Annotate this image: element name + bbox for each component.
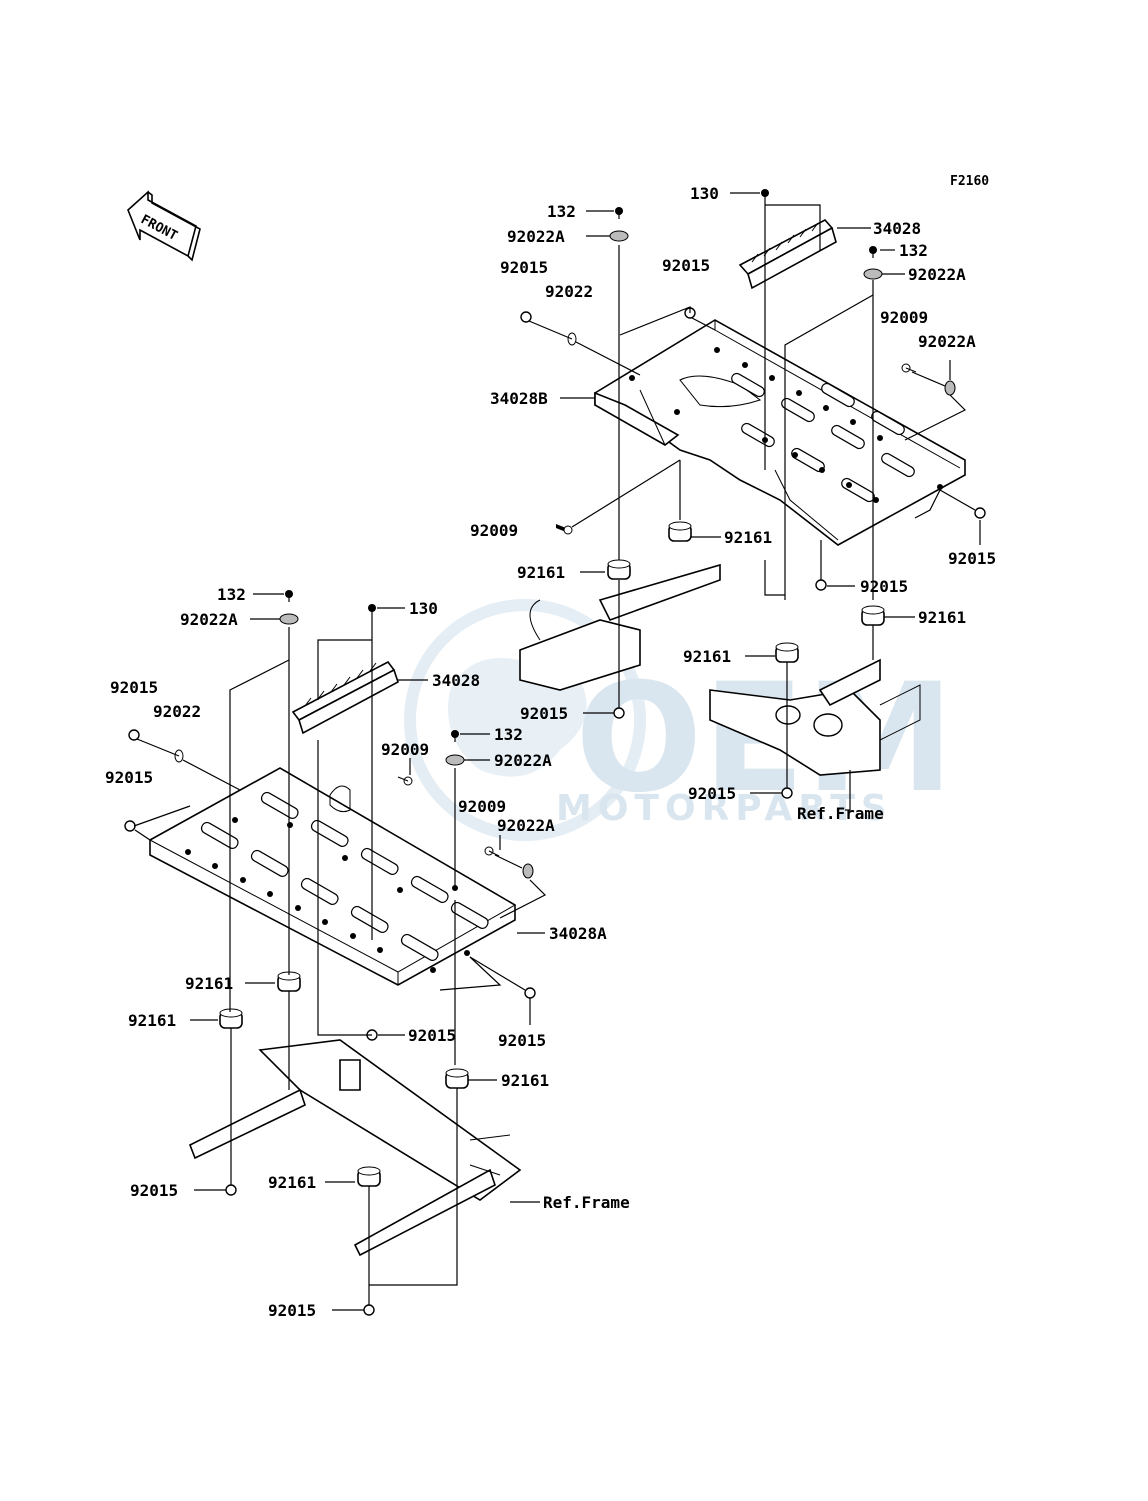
label-132-lower: 132 [217, 585, 246, 604]
label-92009-lower-a: 92009 [381, 740, 429, 759]
label-92009-upper-right: 92009 [880, 308, 928, 327]
label-92161-upper-a: 92161 [724, 528, 772, 547]
label-92015-upper-c: 92015 [860, 577, 908, 596]
label-92022A-lower-b: 92022A [497, 816, 555, 835]
lower-carrier-34028A [149, 767, 516, 986]
label-ref-frame-lower: Ref.Frame [543, 1193, 630, 1212]
lower-grip-rail-34028 [291, 660, 399, 735]
label-92161-lower-d: 92161 [268, 1173, 316, 1192]
label-92015-lower-f: 92015 [268, 1301, 316, 1320]
label-92161-upper-d: 92161 [683, 647, 731, 666]
label-92022A-upper: 92022A [507, 227, 565, 246]
upper-grip-rail-34028 [738, 218, 837, 290]
label-92009-lower-b: 92009 [458, 797, 506, 816]
diagram-code: F2160 [950, 174, 989, 189]
label-34028B: 34028B [490, 389, 548, 408]
label-92009-upper-left: 92009 [470, 521, 518, 540]
label-34028-upper: 34028 [873, 219, 921, 238]
upper-carrier-slots [731, 372, 915, 503]
upper-frame-ref [519, 563, 921, 776]
label-92015-upper-left: 92015 [500, 258, 548, 277]
label-132-lower-mid: 132 [494, 725, 523, 744]
label-130-upper: 130 [690, 184, 719, 203]
label-92015-lower-b: 92015 [105, 768, 153, 787]
label-92022-upper: 92022 [545, 282, 593, 301]
label-92022A-upper-right: 92022A [918, 332, 976, 351]
lower-carrier-holes [185, 817, 470, 973]
label-92015-upper-d: 92015 [520, 704, 568, 723]
label-132-upper: 132 [547, 202, 576, 221]
label-92015-upper-right: 92015 [948, 549, 996, 568]
rubber-mounts-92161 [219, 521, 885, 1187]
label-34028-lower: 34028 [432, 671, 480, 690]
label-92022A-lower-mid: 92022A [494, 751, 552, 770]
front-direction-arrow: FRONT [127, 190, 201, 262]
upper-carrier-34028B [594, 319, 966, 546]
watermark-sub: MOTORPARTS [556, 788, 893, 829]
label-92015-lower-e: 92015 [130, 1181, 178, 1200]
label-92161-lower-b: 92161 [128, 1011, 176, 1030]
label-92015-upper-e: 92015 [688, 784, 736, 803]
lower-frame-ref [188, 1039, 522, 1257]
leader-lines [133, 192, 981, 1311]
label-34028A: 34028A [549, 924, 607, 943]
label-92161-lower-c: 92161 [501, 1071, 549, 1090]
label-92161-upper-b: 92161 [517, 563, 565, 582]
lower-carrier-slots [200, 791, 489, 961]
label-132-right: 132 [899, 241, 928, 260]
label-92161-lower-a: 92161 [185, 974, 233, 993]
label-92015-upper-mid: 92015 [662, 256, 710, 275]
label-92015-lower-a: 92015 [110, 678, 158, 697]
label-92015-lower-d: 92015 [498, 1031, 546, 1050]
label-ref-frame-upper: Ref.Frame [797, 804, 884, 823]
label-92015-lower-c: 92015 [408, 1026, 456, 1045]
label-130-lower: 130 [409, 599, 438, 618]
part-labels: 130 132 92022A 34028 132 92022A 92015 92… [105, 184, 996, 1320]
label-92022-lower: 92022 [153, 702, 201, 721]
label-92022A-lower: 92022A [180, 610, 238, 629]
label-92022A-right: 92022A [908, 265, 966, 284]
label-92161-upper-c: 92161 [918, 608, 966, 627]
